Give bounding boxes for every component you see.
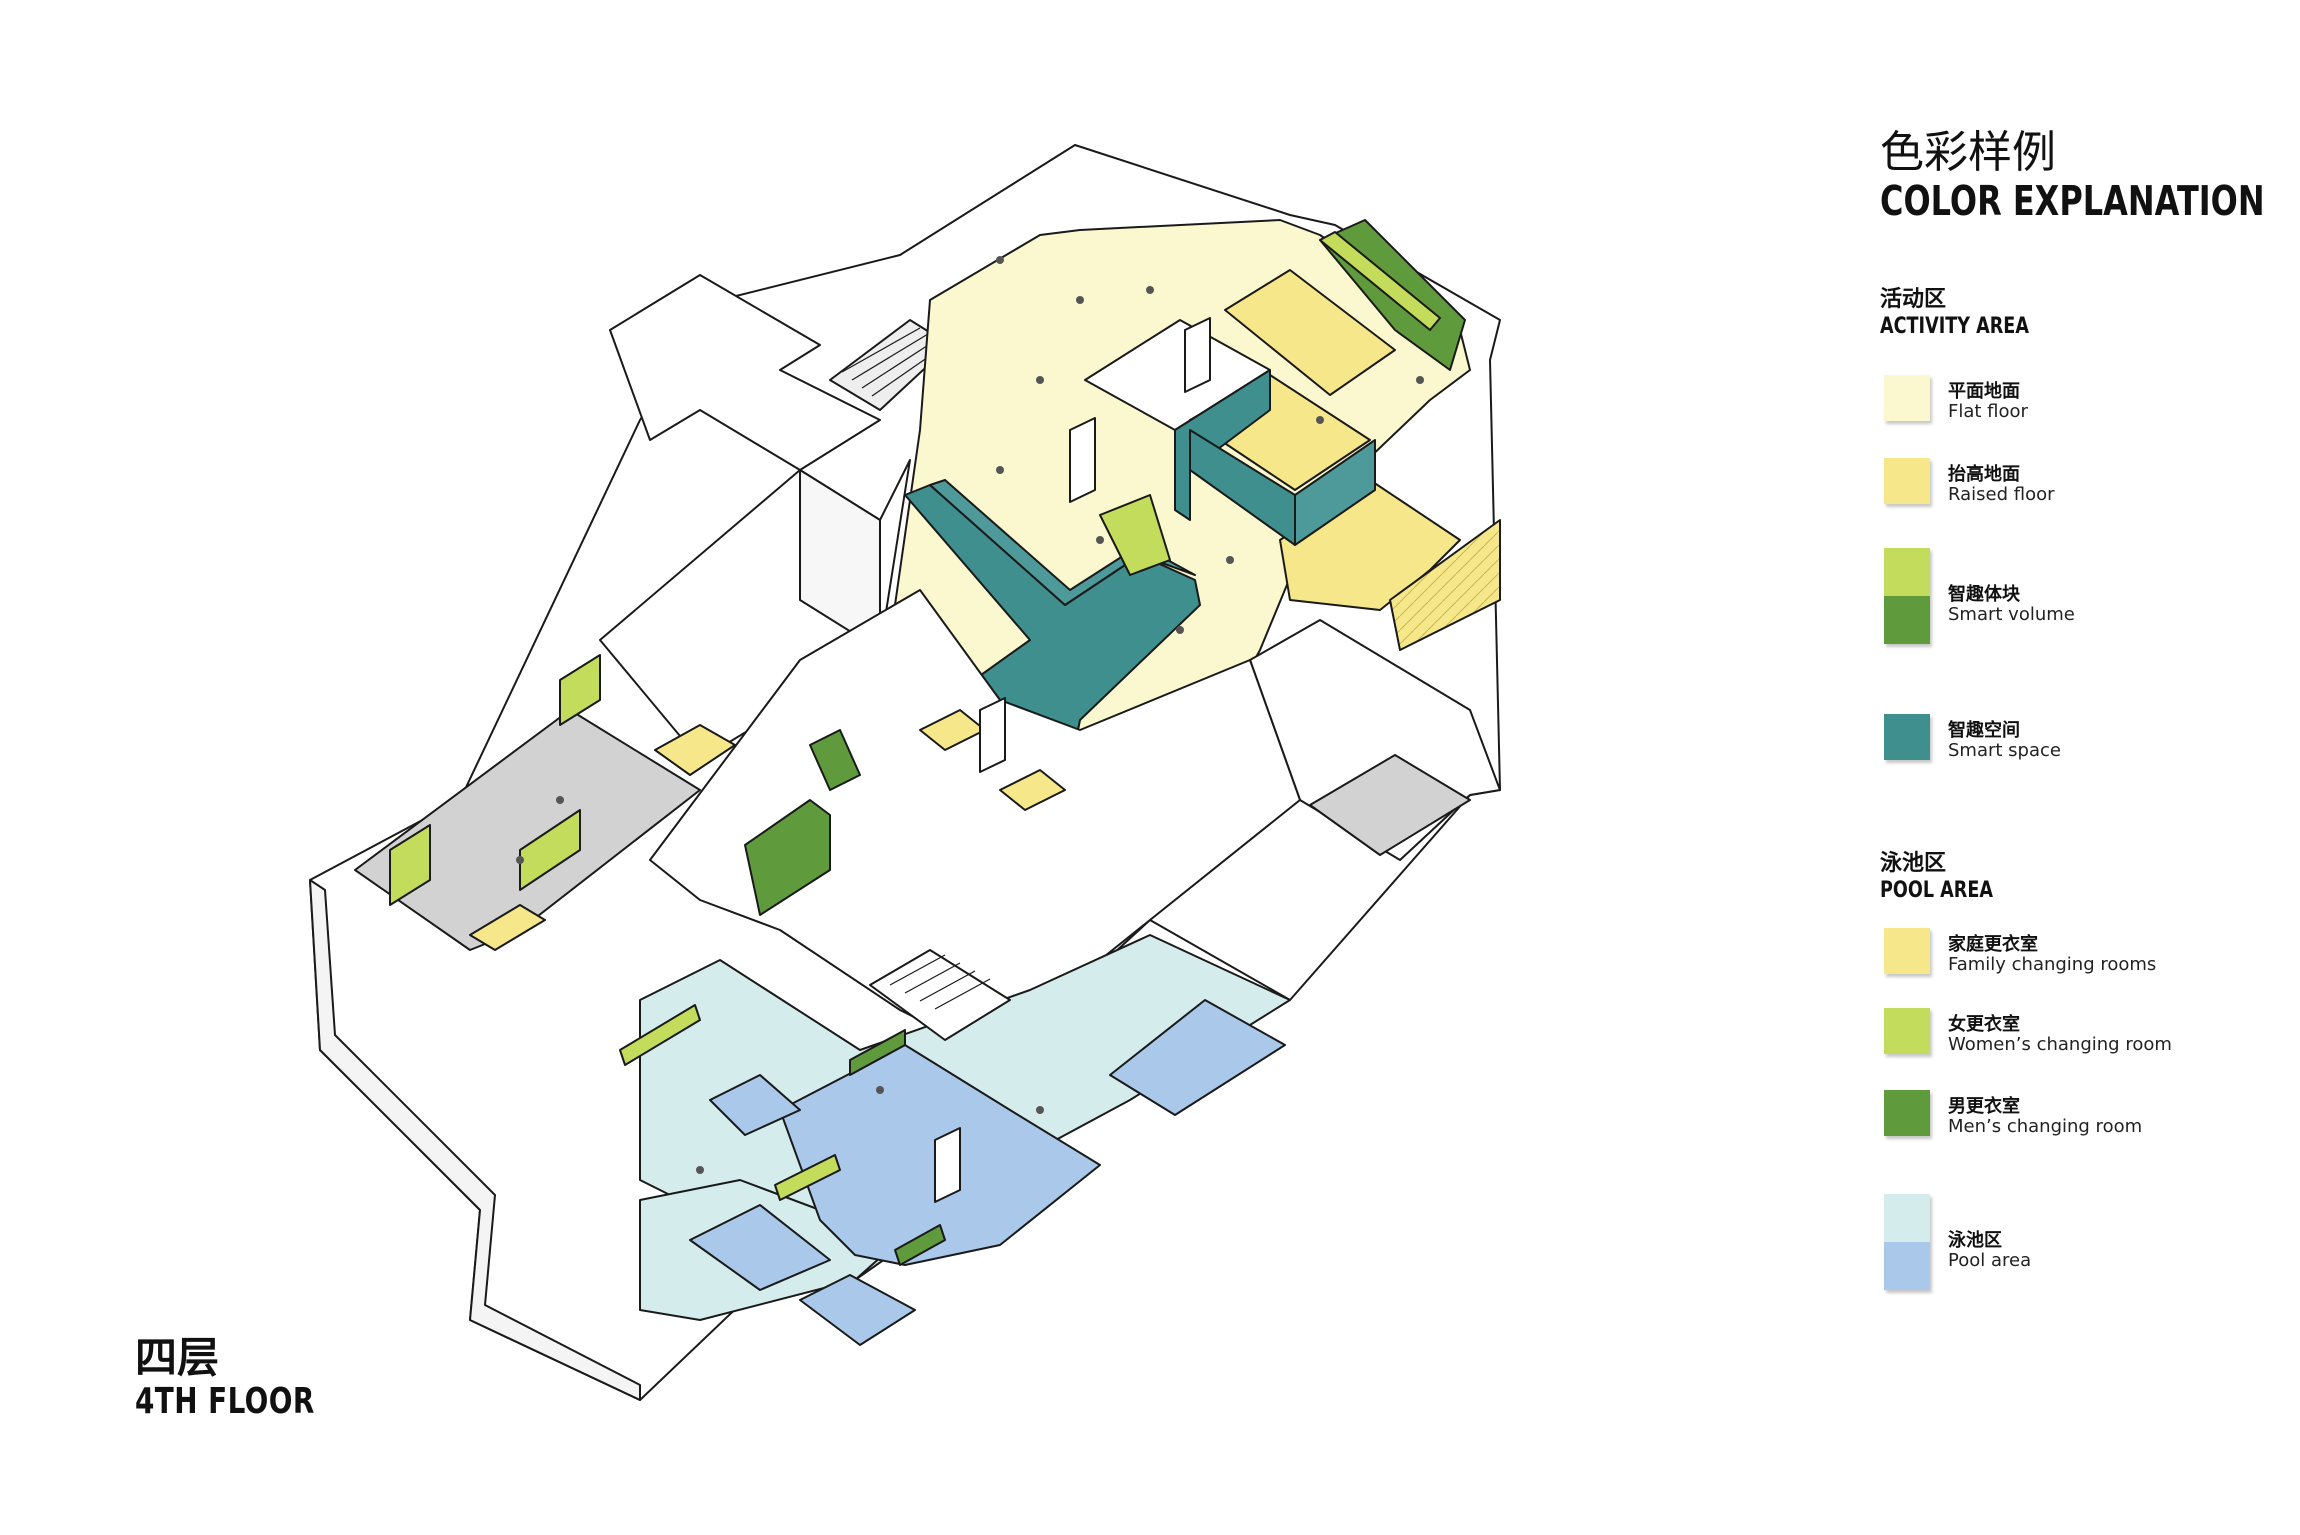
pool-stair-treads <box>889 954 991 1010</box>
pool-seat-3 <box>894 1224 946 1266</box>
womens-changing-walls-2 <box>519 809 581 891</box>
legend-item-flat-floor: 平面地面 Flat floor <box>1880 375 2280 435</box>
column-1 <box>1069 417 1096 503</box>
swatch-womens-changing <box>1884 1008 1930 1054</box>
central-column <box>1184 317 1211 393</box>
floor-title-cn: 四层 <box>135 1333 220 1382</box>
mens-changing-walls-2 <box>809 729 861 791</box>
legend-item-smart-space: 智趣空间 Smart space <box>1880 714 2280 774</box>
pool-seat-2 <box>774 1154 841 1201</box>
family-changing-room-2 <box>469 904 546 951</box>
legend-label-en: Flat floor <box>1948 401 2028 422</box>
slab-face-left <box>309 879 641 1401</box>
pool-seat-4 <box>619 1004 701 1066</box>
swatch-raised-floor <box>1884 458 1930 504</box>
legend-label-cn: 家庭更衣室 <box>1948 934 2038 955</box>
section-title-cn: 泳池区 <box>1880 851 1947 876</box>
section-title-cn: 活动区 <box>1880 287 1947 312</box>
central-rooms <box>649 589 1301 1061</box>
legend-label-en: Raised floor <box>1948 484 2055 505</box>
legend-title-en: COLOR EXPLANATION <box>1880 176 2265 225</box>
floor-title: 四层 4TH FLOOR <box>135 1333 344 1423</box>
pool-small-left <box>709 1074 801 1136</box>
mens-changing-walls <box>744 799 831 916</box>
section-title-en: ACTIVITY AREA <box>1880 313 2029 339</box>
swatch-mens-changing <box>1884 1090 1930 1136</box>
legend-item-mens-changing: 男更衣室 Men’s changing room <box>1880 1090 2280 1150</box>
raised-floor-glass <box>1389 519 1501 651</box>
swatch-smart-space <box>1884 714 1930 760</box>
legend-label-cn: 智趣体块 <box>1948 584 2020 605</box>
grey-storage <box>1309 754 1471 856</box>
legend-label-cn: 平面地面 <box>1948 381 2020 402</box>
legend-label-cn: 智趣空间 <box>1948 720 2020 741</box>
floor-title-en: 4TH FLOOR <box>135 1381 315 1423</box>
legend-item-raised-floor: 抬高地面 Raised floor <box>1880 458 2280 518</box>
swatch-family-changing <box>1884 928 1930 974</box>
people-figures <box>516 256 1424 1174</box>
smart-volume-stair-top <box>1319 231 1441 331</box>
column-3 <box>934 1127 961 1203</box>
pool-seat-1 <box>849 1029 906 1076</box>
stair-block <box>609 274 881 471</box>
legend-label-en: Family changing rooms <box>1948 954 2157 975</box>
smart-volume-bridge-seat <box>1099 494 1171 576</box>
legend-label-en: Smart space <box>1948 740 2061 761</box>
legend-section-activity: 活动区 ACTIVITY AREA <box>1880 286 2066 340</box>
swatch-pool-area <box>1884 1194 1930 1290</box>
legend-item-pool-area: 泳池区 Pool area <box>1880 1194 2280 1304</box>
swatch-flat-floor <box>1884 375 1930 421</box>
legend-label-en: Smart volume <box>1948 604 2075 625</box>
legend-item-family-changing: 家庭更衣室 Family changing rooms <box>1880 928 2280 988</box>
swatch-smart-volume <box>1884 548 1930 644</box>
legend-label-en: Men’s changing room <box>1948 1116 2143 1137</box>
changing-area-floor <box>354 709 701 951</box>
pool-lower-left <box>689 1204 831 1291</box>
womens-changing-walls-3 <box>559 654 601 726</box>
legend-label-en: Women’s changing room <box>1948 1034 2172 1055</box>
legend-label-en: Pool area <box>1948 1250 2032 1271</box>
legend-section-pool: 泳池区 POOL AREA <box>1880 850 2021 904</box>
womens-changing-walls <box>389 824 431 906</box>
legend-item-womens-changing: 女更衣室 Women’s changing room <box>1880 1008 2280 1068</box>
family-changing-room-4 <box>999 769 1066 811</box>
legend-label-cn: 男更衣室 <box>1948 1096 2020 1117</box>
legend-title-cn: 色彩样例 <box>1880 127 2056 178</box>
legend-item-smart-volume: 智趣体块 Smart volume <box>1880 548 2280 658</box>
raised-floor-back <box>1224 269 1396 396</box>
color-legend: 色彩样例 COLOR EXPLANATION 活动区 ACTIVITY AREA… <box>1880 127 2280 1290</box>
section-title-en: POOL AREA <box>1880 877 1993 903</box>
pool-right <box>1109 999 1286 1116</box>
legend-label-cn: 女更衣室 <box>1948 1014 2020 1035</box>
smart-space-pavilion-wall-right <box>1294 439 1376 546</box>
family-changing-room-1 <box>654 724 736 776</box>
pool-stair-block <box>869 949 1011 1041</box>
column-2 <box>979 697 1006 773</box>
legend-label-cn: 抬高地面 <box>1948 464 2020 485</box>
legend-label-cn: 泳池区 <box>1948 1230 2002 1251</box>
pool-lower-right <box>799 1274 916 1346</box>
